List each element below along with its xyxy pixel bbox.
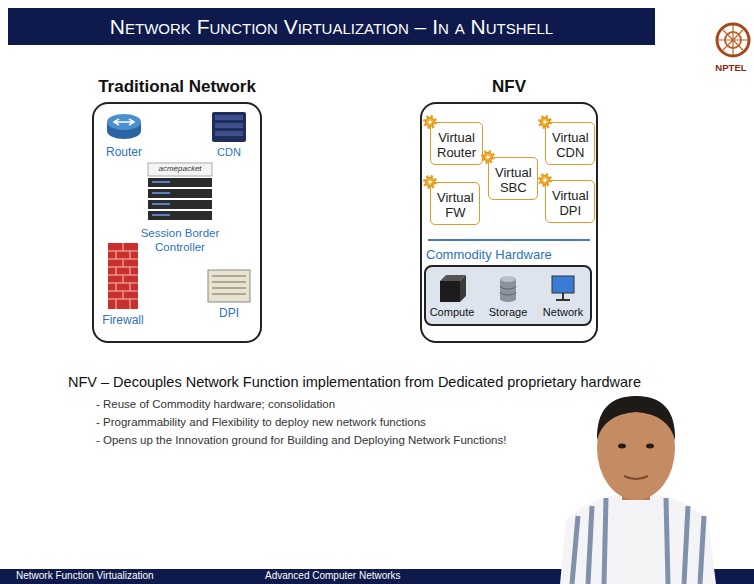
hardware-label: Storage — [489, 306, 528, 319]
function-name: Virtual DPI — [552, 188, 589, 218]
title-bar — [8, 8, 655, 45]
box-heading: NFV — [492, 77, 526, 97]
nptel-emblem — [717, 24, 749, 56]
bullet-point: - Opens up the Innovation ground for Bui… — [96, 434, 506, 448]
router-icon — [107, 114, 141, 139]
device-label: Router — [106, 145, 142, 159]
function-name: Virtual Router — [437, 130, 476, 160]
hardware-panel-fill — [425, 266, 591, 325]
cdn-server-icon — [212, 112, 246, 142]
key-statement: NFV – Decouples Network Function impleme… — [68, 374, 641, 391]
hardware-label: Compute — [430, 306, 475, 319]
box-heading: Commodity Hardware — [426, 247, 552, 262]
device-label: DPI — [219, 306, 239, 320]
virtual-function-box: Virtual DPI — [545, 180, 595, 223]
virtual-function-box: Virtual FW — [430, 182, 480, 225]
device-label: CDN — [217, 146, 241, 159]
bullet-point: - Programmability and Flexibility to dep… — [96, 416, 426, 430]
device-label: Session Border Controller — [130, 227, 230, 255]
separator-line — [428, 239, 590, 241]
presenter-figure — [560, 396, 716, 584]
dpi-device-icon — [208, 270, 250, 302]
vendor-logo: acmepacket — [158, 164, 201, 174]
box-heading: Traditional Network — [98, 77, 256, 97]
firewall-icon — [108, 243, 138, 309]
function-name: Virtual SBC — [495, 165, 532, 195]
footer-text: Advanced Computer Networks — [265, 570, 401, 582]
sbc-appliance-icon — [148, 163, 212, 220]
network-icon — [552, 276, 574, 300]
virtual-function-box: Virtual CDN — [545, 122, 595, 165]
hardware-label: Network — [543, 306, 583, 319]
virtual-function-box: Virtual SBC — [488, 157, 538, 200]
function-name: Virtual CDN — [552, 130, 589, 160]
compute-icon — [440, 275, 466, 302]
footer-text: Network Function Virtualization — [16, 570, 154, 582]
function-name: Virtual FW — [437, 190, 474, 220]
logo-text: NPTEL — [715, 62, 746, 73]
device-label: Firewall — [102, 313, 143, 327]
bullet-point: - Reuse of Commodity hardware; consolida… — [96, 398, 335, 412]
storage-icon — [500, 276, 516, 302]
virtual-function-box: Virtual Router — [430, 122, 483, 165]
slide-title: Network Function Virtualization – In a N… — [8, 8, 655, 45]
